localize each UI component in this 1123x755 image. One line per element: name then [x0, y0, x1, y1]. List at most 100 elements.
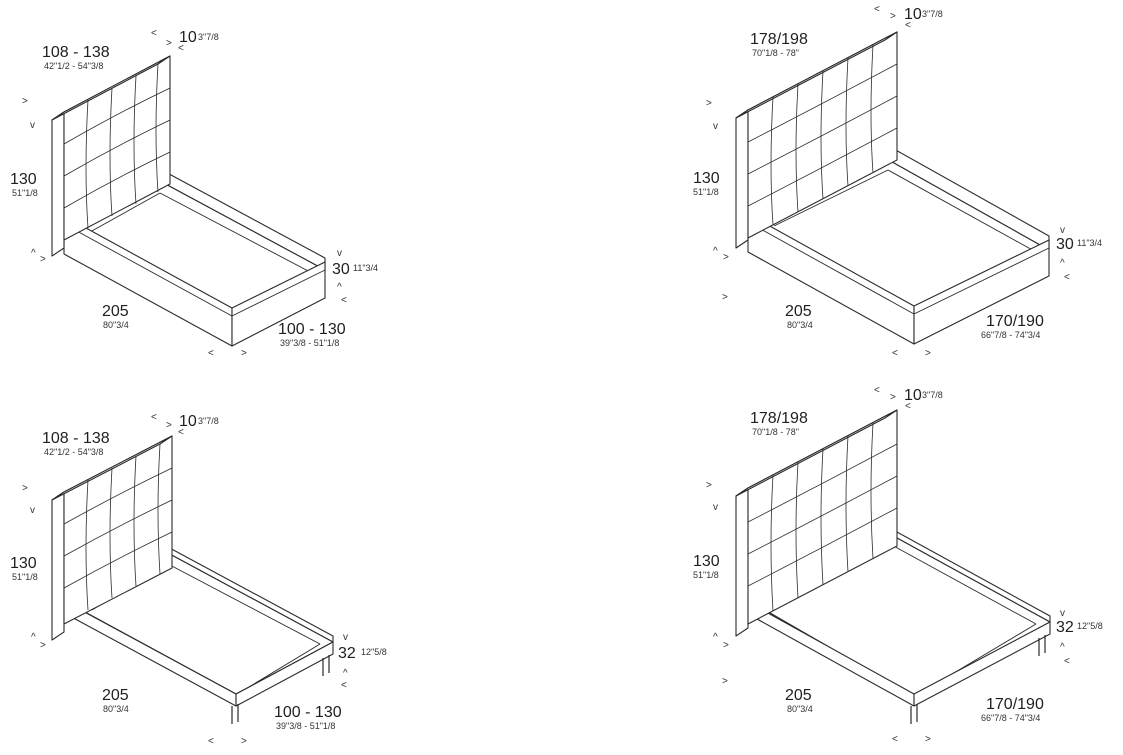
thickness: 10 — [904, 387, 922, 404]
bed-length: 205 — [102, 303, 129, 320]
headboard-quilting — [63, 63, 171, 229]
arrow-down: v — [343, 632, 348, 643]
arrow-left: < — [905, 20, 911, 31]
arrow-down: v — [30, 120, 35, 131]
bed-drawing-double-box: 178/198 70"1/8 - 78" < > 10 3"7/8 < > v … — [562, 0, 1123, 377]
bed-width-inches: 39"3/8 - 51"1/8 — [280, 338, 339, 348]
base-height: 32 — [1056, 619, 1074, 636]
arrow-left: < — [178, 43, 184, 54]
arrow-up: ^ — [343, 668, 348, 679]
bed-length-inches: 80"3/4 — [787, 320, 813, 330]
base-height: 30 — [1056, 236, 1074, 253]
arrow-up: ^ — [31, 632, 36, 643]
arrow-right: > — [723, 252, 729, 263]
headboard-height-inches: 51"1/8 — [693, 570, 719, 580]
arrow-up: ^ — [31, 248, 36, 259]
bed-drawing-double-legs: 178/198 70"1/8 - 78" < > 10 3"7/8 < > v … — [562, 378, 1123, 755]
arrow-left: < — [208, 736, 214, 747]
bed-width: 100 - 130 — [274, 704, 342, 721]
headboard-width: 108 - 138 — [42, 44, 110, 61]
arrow-down: v — [337, 248, 342, 259]
arrow-up: ^ — [1060, 642, 1065, 653]
headboard-quilting — [747, 422, 898, 612]
headboard-height: 130 — [693, 553, 720, 570]
bed-length: 205 — [102, 687, 129, 704]
arrow-down: v — [1060, 608, 1065, 619]
arrow-right: > — [706, 480, 712, 491]
arrow-right: > — [890, 11, 896, 22]
arrow-left: < — [1064, 272, 1070, 283]
headboard-height: 130 — [10, 171, 37, 188]
bed-width-inches: 66"7/8 - 74"3/4 — [981, 330, 1040, 340]
arrow-right: > — [890, 392, 896, 403]
arrow-right: > — [40, 640, 46, 651]
bed-drawing-single-legs: 108 - 138 42"1/2 - 54"3/8 < > 10 3"7/8 <… — [0, 378, 561, 755]
thickness: 10 — [179, 29, 197, 46]
headboard-width-inches: 42"1/2 - 54"3/8 — [44, 447, 103, 457]
arrow-up: ^ — [1060, 258, 1065, 269]
headboard-height-inches: 51"1/8 — [12, 188, 38, 198]
bed-structure — [51, 55, 326, 347]
arrow-right: > — [241, 348, 247, 359]
arrow-right: > — [166, 420, 172, 431]
bed-width: 100 - 130 — [278, 321, 346, 338]
arrow-right: > — [40, 254, 46, 265]
arrow-up: ^ — [713, 246, 718, 257]
headboard-height-inches: 51"1/8 — [12, 572, 38, 582]
arrow-left: < — [874, 4, 880, 15]
arrow-right: > — [166, 38, 172, 49]
arrow-left: < — [905, 401, 911, 412]
arrow-right: > — [22, 483, 28, 494]
thickness-inches: 3"7/8 — [922, 9, 943, 19]
arrow-down: v — [1060, 225, 1065, 236]
arrow-up: ^ — [713, 632, 718, 643]
bed-diagram: 178/198 70"1/8 - 78" < > 10 3"7/8 < > v … — [693, 385, 1103, 745]
headboard-width-inches: 42"1/2 - 54"3/8 — [44, 61, 103, 71]
arrow-right: > — [706, 98, 712, 109]
bed-width-inches: 66"7/8 - 74"3/4 — [981, 713, 1040, 723]
thickness: 10 — [904, 6, 922, 23]
arrow-left: < — [208, 348, 214, 359]
arrow-left: < — [874, 385, 880, 396]
arrow-right: > — [241, 736, 247, 747]
arrow-right: > — [22, 96, 28, 107]
base-height-inches: 11"3/4 — [353, 263, 378, 273]
bed-diagram: 178/198 70"1/8 - 78" < > 10 3"7/8 < > v … — [693, 4, 1102, 359]
arrow-right: > — [723, 640, 729, 651]
base-height: 30 — [332, 261, 350, 278]
base-height-inches: 11"3/4 — [1077, 238, 1102, 248]
arrow-up: ^ — [337, 282, 342, 293]
headboard-height: 130 — [693, 170, 720, 187]
headboard-height: 130 — [10, 555, 37, 572]
bed-length-inches: 80"3/4 — [103, 704, 129, 714]
bed-drawing-single-box: 108 - 138 42"1/2 - 54"3/8 < > 10 3"7/8 <… — [0, 0, 561, 377]
bed-width-inches: 39"3/8 - 51"1/8 — [276, 721, 335, 731]
base-height-inches: 12"5/8 — [1077, 621, 1103, 631]
bed-length-inches: 80"3/4 — [103, 320, 129, 330]
arrow-left: < — [341, 680, 347, 691]
arrow-right: > — [925, 348, 931, 359]
bed-diagram: 108 - 138 42"1/2 - 54"3/8 < > 10 3"7/8 <… — [10, 412, 387, 747]
thickness: 10 — [179, 413, 197, 430]
bed-structure — [51, 435, 334, 724]
bed-diagram: 108 - 138 42"1/2 - 54"3/8 < > 10 3"7/8 <… — [10, 28, 378, 359]
arrow-left: < — [178, 427, 184, 438]
arrow-left: < — [151, 28, 157, 39]
arrow-left: < — [892, 734, 898, 745]
bed-width: 170/190 — [986, 696, 1044, 713]
thickness-inches: 3"7/8 — [922, 390, 943, 400]
headboard-width: 108 - 138 — [42, 430, 110, 447]
arrow-down: v — [713, 502, 718, 513]
arrow-down: v — [713, 121, 718, 132]
arrow-right: > — [925, 734, 931, 745]
arrow-right: > — [722, 676, 728, 687]
thickness-inches: 3"7/8 — [198, 416, 219, 426]
headboard-quilting — [63, 443, 173, 611]
headboard-width: 178/198 — [750, 31, 808, 48]
headboard-width-inches: 70"1/8 - 78" — [752, 48, 799, 58]
bed-length-inches: 80"3/4 — [787, 704, 813, 714]
headboard-quilting — [747, 44, 898, 226]
arrow-left: < — [892, 348, 898, 359]
arrow-left: < — [151, 412, 157, 423]
bed-structure — [735, 409, 1051, 724]
